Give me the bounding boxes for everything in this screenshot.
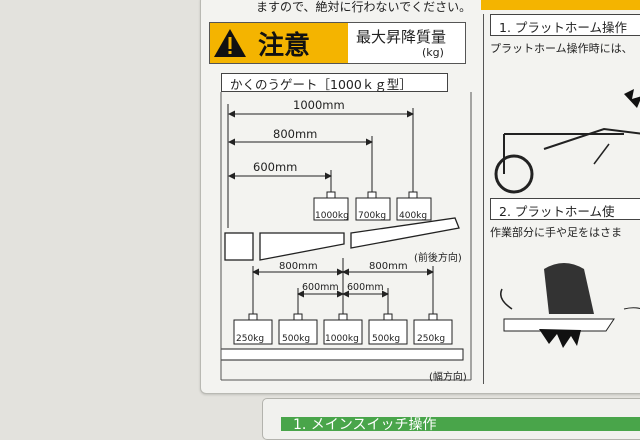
bottom-label-text: 1. メインスイッチ操作 xyxy=(293,417,437,433)
weight-700kg: 700kg xyxy=(358,211,387,221)
platform-illustration xyxy=(494,89,640,194)
capacity-unit: (kg) xyxy=(422,46,444,59)
gate-instruction-label: ますので、絶対に行わないでください。 注意 最大昇降質量 (kg) かくのうゲー… xyxy=(200,0,640,394)
width-distance-600-left: 600mm xyxy=(302,282,339,293)
step1-box: 1. プラットホーム操作 xyxy=(490,14,640,36)
distance-600: 600mm xyxy=(253,160,298,174)
weight-500kg-left: 500kg xyxy=(282,334,311,344)
step2-box: 2. プラットホーム使 xyxy=(490,198,640,220)
top-warning-text: ますので、絶対に行わないでください。 xyxy=(256,0,472,14)
step2-description: 作業部分に手や足をはさま xyxy=(490,226,622,239)
gate-title-box: かくのうゲート［1000ｋｇ型］ xyxy=(221,73,448,92)
direction-front-back: (前後方向) xyxy=(414,253,462,264)
distance-800: 800mm xyxy=(273,127,318,141)
hand-pinch-illustration xyxy=(500,263,640,348)
distance-1000: 1000mm xyxy=(293,98,345,112)
right-warning-strip xyxy=(481,0,640,10)
warning-header: 注意 最大昇降質量 (kg) xyxy=(209,22,466,64)
weight-250kg-left: 250kg xyxy=(236,334,265,344)
capacity-title: 最大昇降質量 xyxy=(356,28,447,46)
weight-1000kg-center: 1000kg xyxy=(325,334,359,344)
width-distance-800-right: 800mm xyxy=(369,261,408,272)
weight-500kg-right: 500kg xyxy=(372,334,401,344)
width-distance-800-left: 800mm xyxy=(279,261,318,272)
step2-title: 2. プラットホーム使 xyxy=(499,204,615,219)
lengthwise-diagram xyxy=(220,92,472,381)
step1-description: プラットホーム操作時には、 xyxy=(490,42,633,55)
warning-label: 注意 xyxy=(258,31,311,61)
weight-250kg-right: 250kg xyxy=(417,334,446,344)
bottom-instruction-label: 1. メインスイッチ操作 xyxy=(262,398,640,440)
weight-400kg: 400kg xyxy=(399,211,428,221)
width-distance-600-right: 600mm xyxy=(347,282,384,293)
right-column: 1. プラットホーム操作 プラットホーム操作時には、 2. プラットホーム使 作… xyxy=(483,14,640,384)
warning-triangle-icon xyxy=(214,29,246,57)
weight-1000kg: 1000kg xyxy=(315,211,349,221)
step1-title: 1. プラットホーム操作 xyxy=(499,20,628,35)
warning-block: 注意 xyxy=(210,23,348,63)
direction-width: (幅方向) xyxy=(429,372,467,383)
gate-title: かくのうゲート［1000ｋｇ型］ xyxy=(230,77,412,92)
